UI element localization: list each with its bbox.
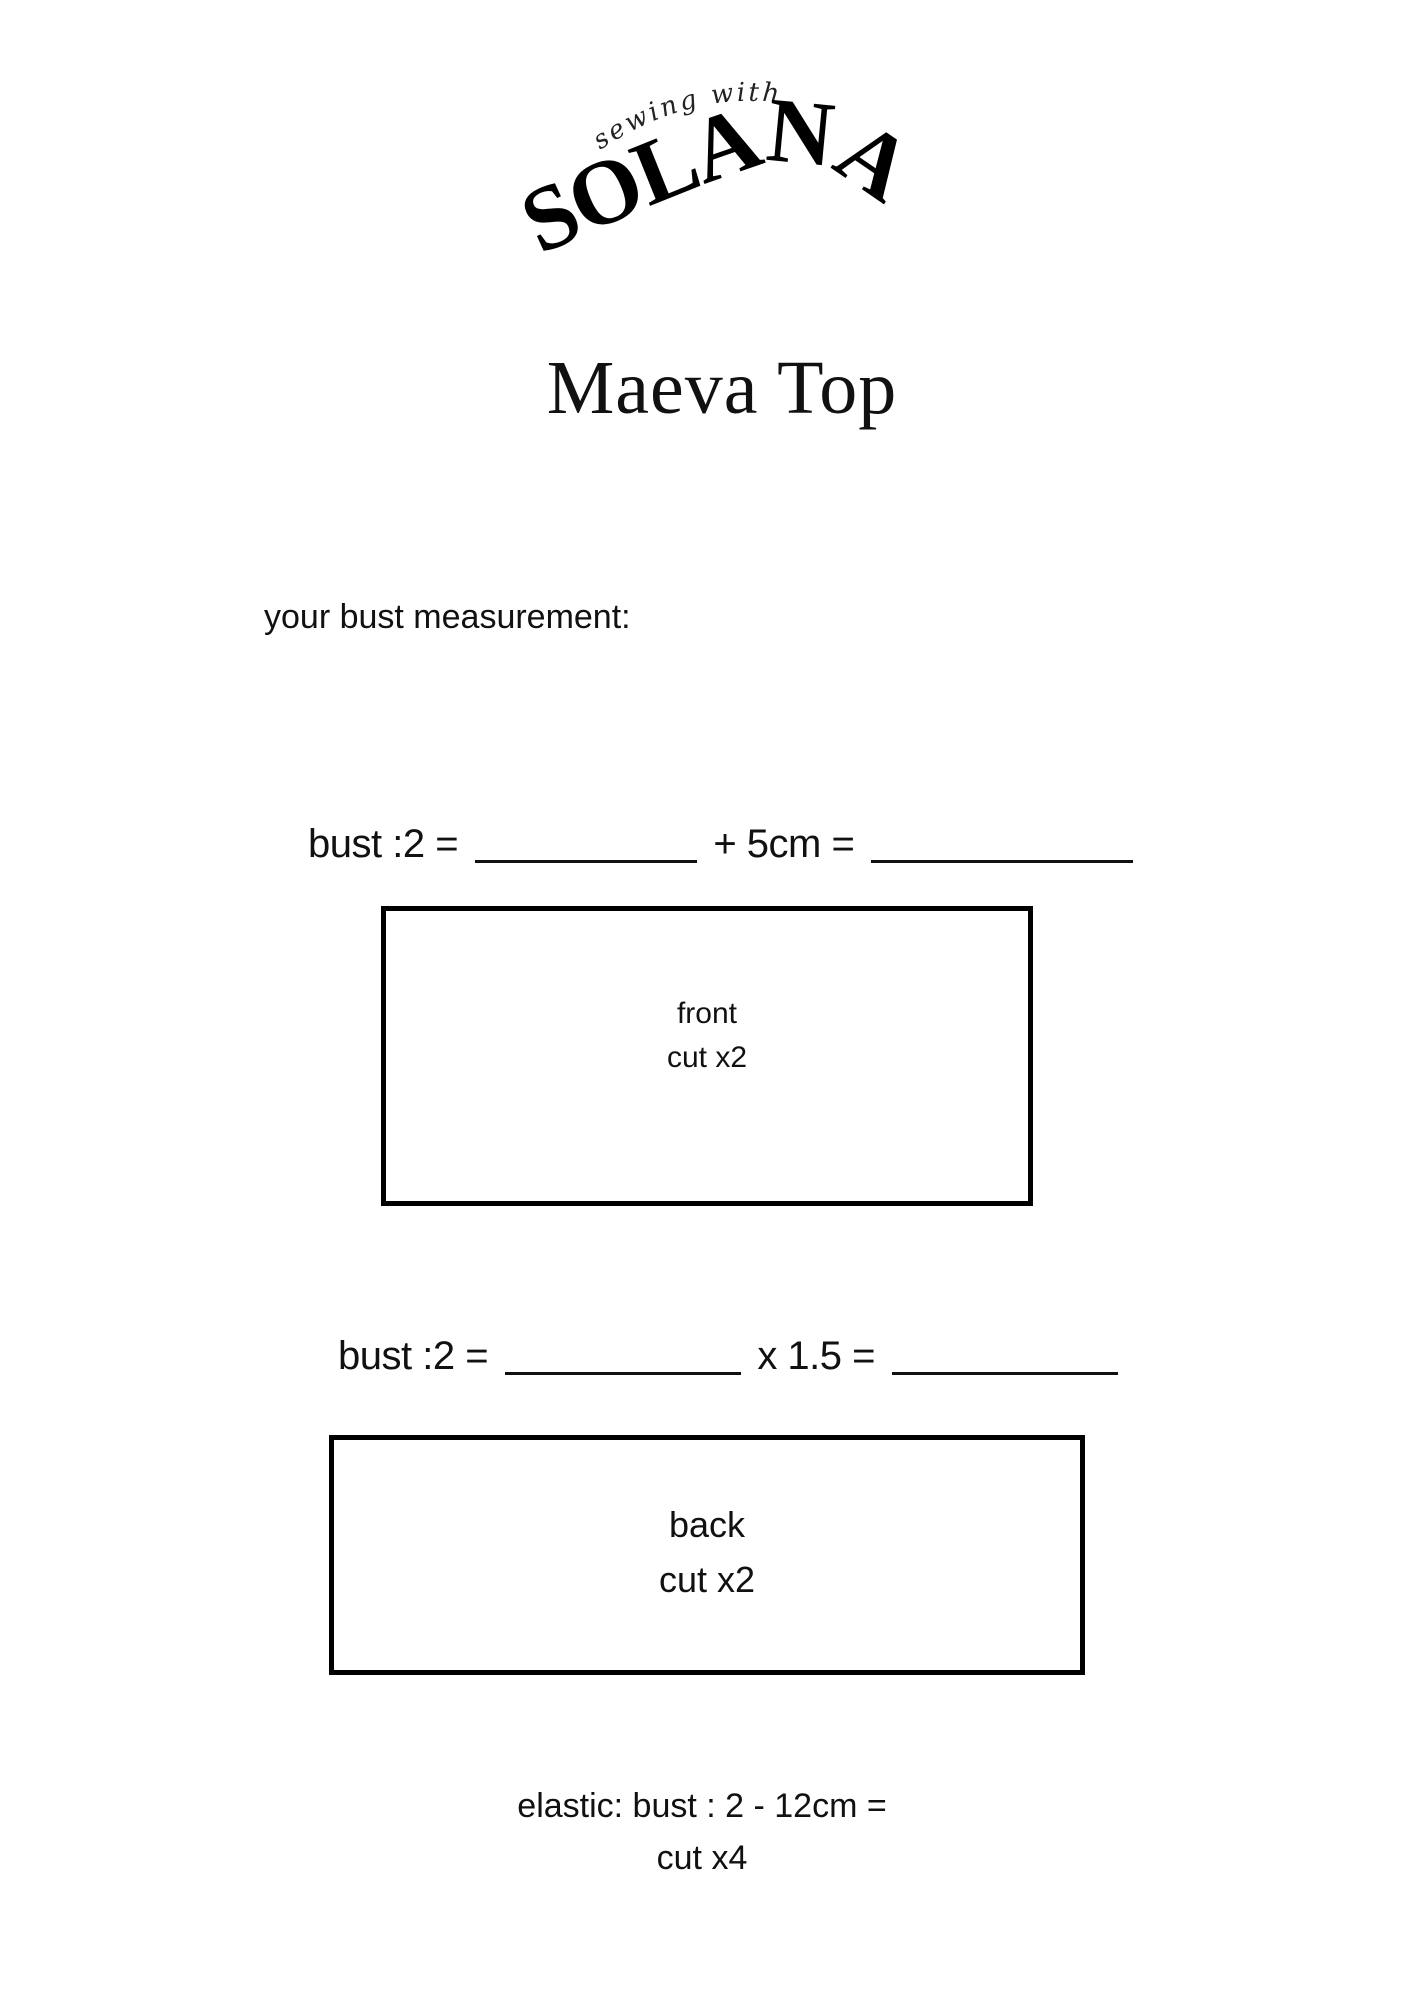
solana-logo-icon: sewing with SOLANA (506, 78, 932, 273)
elastic-formula: elastic: bust : 2 - 12cm = (517, 1787, 887, 1825)
piece-name: back (668, 1504, 746, 1545)
formula-prefix: bust :2 = (308, 822, 459, 866)
piece-cut-count: cut x2 (658, 1559, 756, 1600)
logo-brand-text: SOLANA (506, 78, 932, 273)
front-pattern-piece: front cut x2 (381, 906, 1033, 1206)
brand-logo: sewing with SOLANA (506, 78, 932, 300)
formula-operation: + 5cm = (713, 822, 855, 866)
front-half-bust-blank[interactable] (474, 860, 697, 863)
piece-name: front (676, 997, 737, 1030)
back-half-bust-blank[interactable] (504, 1372, 741, 1375)
front-result-blank[interactable] (870, 860, 1133, 863)
formula-prefix: bust :2 = (338, 1334, 489, 1378)
back-result-blank[interactable] (891, 1372, 1118, 1375)
svg-text:SOLANA: SOLANA (520, 80, 920, 273)
piece-cut-count: cut x2 (666, 1041, 748, 1074)
back-pattern-piece: back cut x2 (329, 1435, 1085, 1675)
elastic-cut-count: cut x4 (656, 1839, 748, 1877)
back-width-formula: bust :2 = x 1.5 = (338, 1336, 1124, 1376)
bust-measurement-prompt: your bust measurement: (264, 598, 631, 636)
elastic-instructions: elastic: bust : 2 - 12cm = cut x4 (0, 1780, 1414, 1884)
formula-operation: x 1.5 = (757, 1334, 876, 1378)
page-title: Maeva Top (546, 346, 898, 430)
front-width-formula: bust :2 = + 5cm = (308, 824, 1139, 864)
